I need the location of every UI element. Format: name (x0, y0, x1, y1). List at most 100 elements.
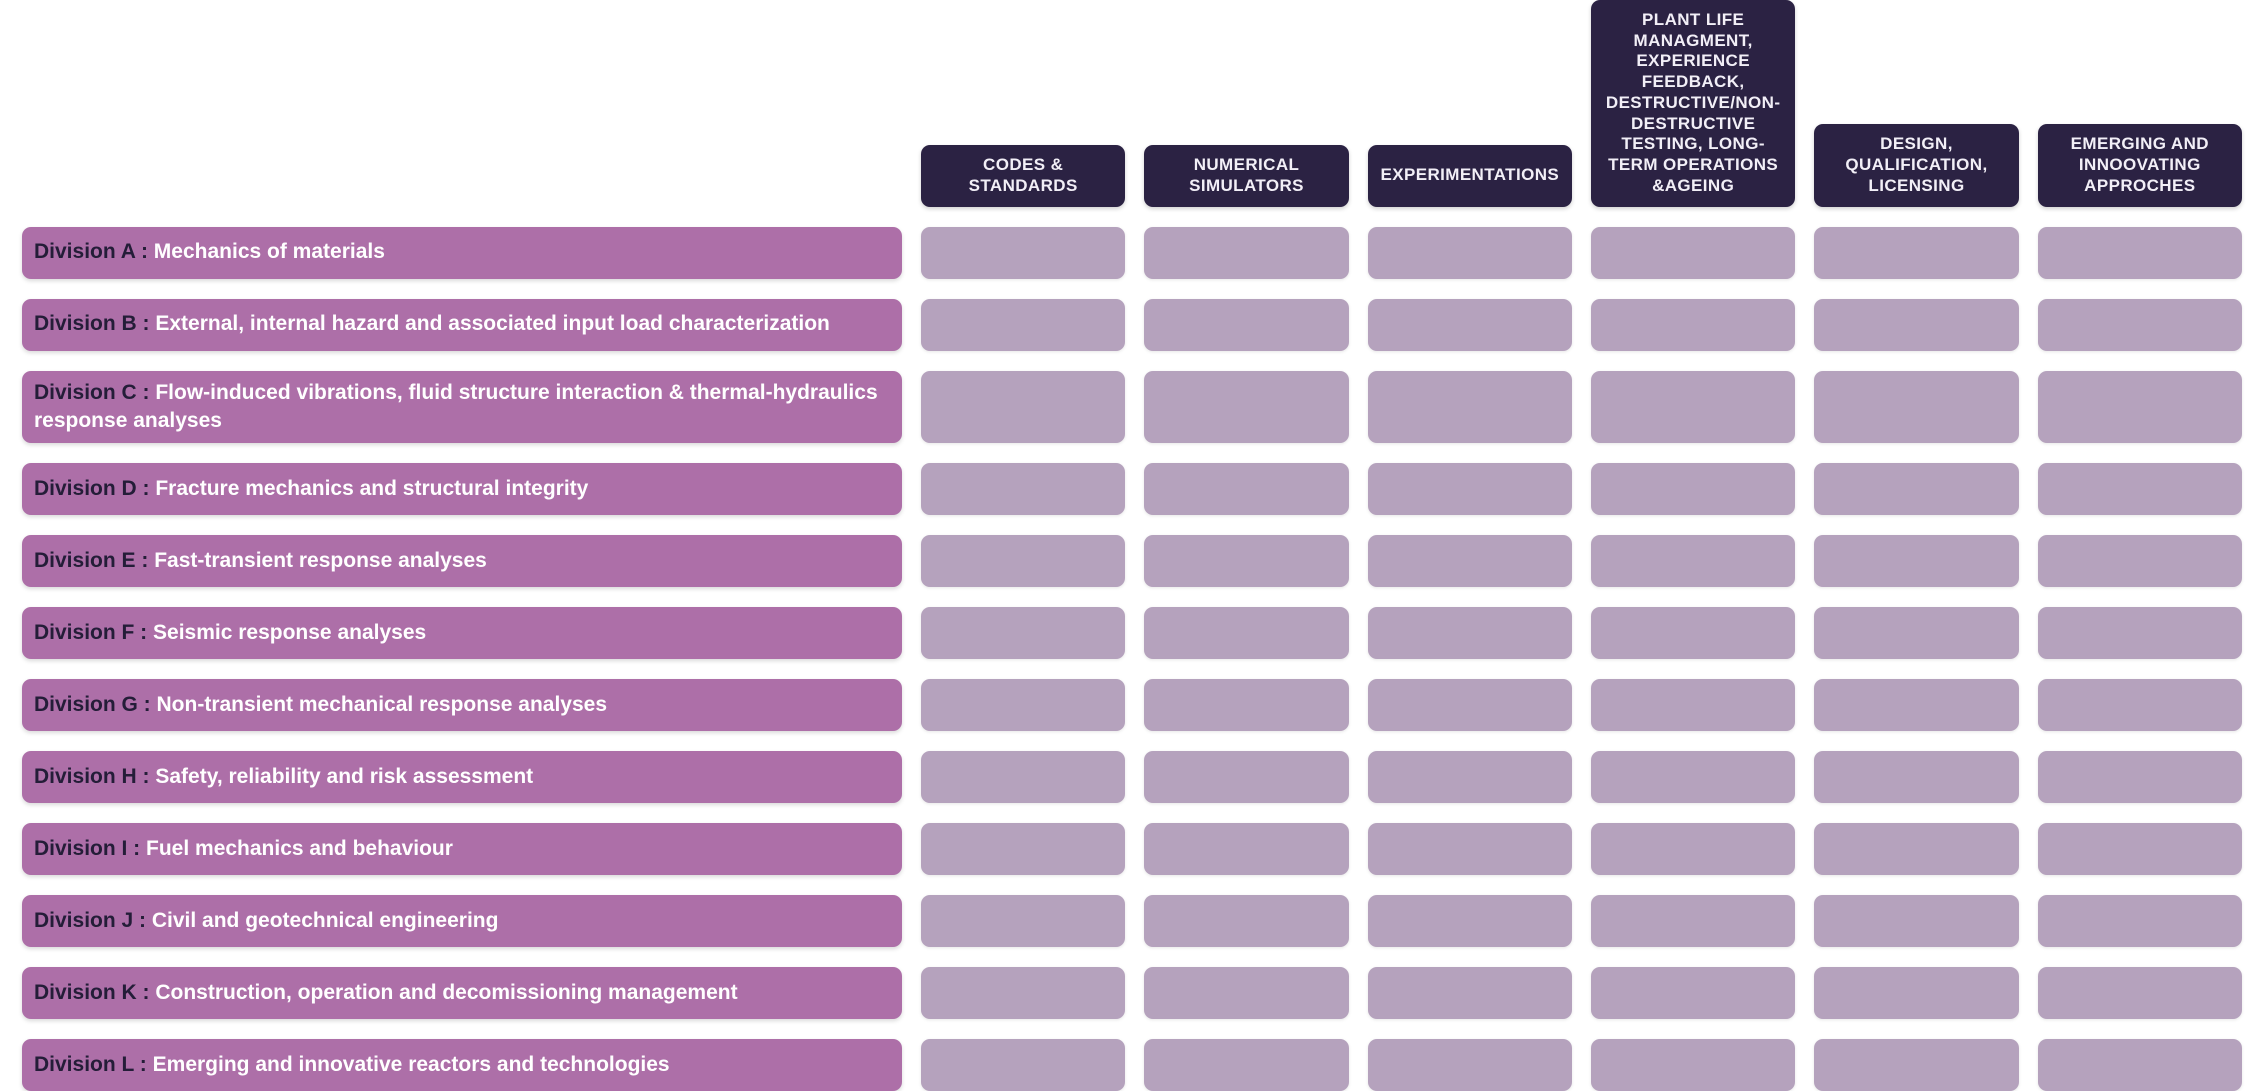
matrix-cell-division-b-design-qualification[interactable] (1814, 298, 2019, 351)
matrix-cell-division-i-experimentations[interactable] (1367, 823, 1572, 876)
matrix-cell-division-b-plant-life-management[interactable] (1590, 298, 1796, 351)
matrix-cell-division-j-numerical-simulators[interactable] (1144, 895, 1349, 948)
matrix-cell-division-j-experimentations[interactable] (1367, 895, 1572, 948)
matrix-cell-division-f-experimentations[interactable] (1367, 607, 1572, 660)
column-header-numerical-simulators[interactable]: NUMERICAL SIMULATORS (1144, 144, 1349, 207)
matrix-cell-division-d-plant-life-management[interactable] (1590, 463, 1796, 516)
matrix-cell-division-k-numerical-simulators[interactable] (1144, 967, 1349, 1020)
division-code: Division I : (34, 837, 147, 861)
matrix-cell-division-e-codes-standards[interactable] (921, 535, 1126, 588)
column-header-label: DESIGN, QUALIFICATION, LICENSING (1845, 134, 1988, 195)
matrix-cell-division-b-emerging-approaches[interactable] (2037, 298, 2242, 351)
matrix-cell-division-e-emerging-approaches[interactable] (2037, 535, 2242, 588)
division-code: Division K : (34, 981, 156, 1005)
division-code: Division E : (34, 549, 155, 573)
matrix-cell-division-b-numerical-simulators[interactable] (1144, 298, 1349, 351)
matrix-cell-division-k-plant-life-management[interactable] (1590, 967, 1796, 1020)
matrix-cell-division-b-experimentations[interactable] (1367, 298, 1572, 351)
row-header-division-h[interactable]: Division H : Safety, reliability and ris… (22, 751, 902, 804)
matrix-cell-division-h-codes-standards[interactable] (921, 751, 1126, 804)
matrix-cell-division-a-design-qualification[interactable] (1814, 226, 2019, 279)
matrix-cell-division-i-plant-life-management[interactable] (1590, 823, 1796, 876)
matrix-cell-division-c-plant-life-management[interactable] (1590, 370, 1796, 444)
matrix-cell-division-c-numerical-simulators[interactable] (1144, 370, 1349, 444)
matrix-cell-division-f-plant-life-management[interactable] (1590, 607, 1796, 660)
matrix-cell-division-j-codes-standards[interactable] (921, 895, 1126, 948)
matrix-cell-division-g-codes-standards[interactable] (921, 679, 1126, 732)
matrix-cell-division-l-numerical-simulators[interactable] (1144, 1039, 1349, 1091)
matrix-cell-division-i-design-qualification[interactable] (1814, 823, 2019, 876)
column-header-emerging-approaches[interactable]: EMERGING AND INNOOVATING APPROCHES (2037, 124, 2242, 207)
matrix-cell-division-h-experimentations[interactable] (1367, 751, 1572, 804)
matrix-cell-division-g-numerical-simulators[interactable] (1144, 679, 1349, 732)
matrix-cell-division-g-design-qualification[interactable] (1814, 679, 2019, 732)
matrix-cell-division-e-plant-life-management[interactable] (1590, 535, 1796, 588)
matrix-cell-division-f-numerical-simulators[interactable] (1144, 607, 1349, 660)
matrix-cell-division-d-numerical-simulators[interactable] (1144, 463, 1349, 516)
matrix-cell-division-e-experimentations[interactable] (1367, 535, 1572, 588)
matrix-cell-division-h-numerical-simulators[interactable] (1144, 751, 1349, 804)
matrix-cell-division-d-design-qualification[interactable] (1814, 463, 2019, 516)
matrix-cell-division-i-codes-standards[interactable] (921, 823, 1126, 876)
row-header-division-j[interactable]: Division J : Civil and geotechnical engi… (22, 895, 902, 948)
matrix-cell-division-g-experimentations[interactable] (1367, 679, 1572, 732)
matrix-cell-division-l-experimentations[interactable] (1367, 1039, 1572, 1091)
row-header-division-l[interactable]: Division L : Emerging and innovative rea… (22, 1039, 902, 1091)
matrix-cell-division-b-codes-standards[interactable] (921, 298, 1126, 351)
matrix-cell-division-j-emerging-approaches[interactable] (2037, 895, 2242, 948)
matrix-cell-division-k-experimentations[interactable] (1367, 967, 1572, 1020)
column-header-design-qualification[interactable]: DESIGN, QUALIFICATION, LICENSING (1814, 124, 2019, 207)
column-header-label: NUMERICAL SIMULATORS (1189, 154, 1304, 195)
matrix-cell-division-a-plant-life-management[interactable] (1590, 226, 1796, 279)
matrix-cell-division-h-emerging-approaches[interactable] (2037, 751, 2242, 804)
matrix-cell-division-d-experimentations[interactable] (1367, 463, 1572, 516)
matrix-cell-division-l-design-qualification[interactable] (1814, 1039, 2019, 1091)
matrix-cell-division-j-design-qualification[interactable] (1814, 895, 2019, 948)
row-header-division-f[interactable]: Division F : Seismic response analyses (22, 607, 902, 660)
column-header-experimentations[interactable]: EXPERIMENTATIONS (1367, 144, 1572, 207)
matrix-cell-division-k-emerging-approaches[interactable] (2037, 967, 2242, 1020)
matrix-cell-division-c-emerging-approaches[interactable] (2037, 370, 2242, 444)
row-header-division-c[interactable]: Division C : Flow-induced vibrations, fl… (22, 370, 902, 444)
row-header-division-g[interactable]: Division G : Non-transient mechanical re… (22, 679, 902, 732)
matrix-cell-division-h-plant-life-management[interactable] (1590, 751, 1796, 804)
matrix-cell-division-f-emerging-approaches[interactable] (2037, 607, 2242, 660)
matrix-cell-division-g-plant-life-management[interactable] (1590, 679, 1796, 732)
column-header-codes-standards[interactable]: CODES & STANDARDS (921, 144, 1126, 207)
matrix-cell-division-d-codes-standards[interactable] (921, 463, 1126, 516)
matrix-cell-division-k-design-qualification[interactable] (1814, 967, 2019, 1020)
column-header-label: PLANT LIFE MANAGMENT, EXPERIENCE FEEDBAC… (1605, 10, 1781, 195)
matrix-cell-division-l-emerging-approaches[interactable] (2037, 1039, 2242, 1091)
column-header-plant-life-management[interactable]: PLANT LIFE MANAGMENT, EXPERIENCE FEEDBAC… (1590, 0, 1796, 207)
matrix-cell-division-g-emerging-approaches[interactable] (2037, 679, 2242, 732)
row-header-division-b[interactable]: Division B : External, internal hazard a… (22, 298, 902, 351)
matrix-cell-division-d-emerging-approaches[interactable] (2037, 463, 2242, 516)
matrix-cell-division-a-emerging-approaches[interactable] (2037, 226, 2242, 279)
matrix-cell-division-i-emerging-approaches[interactable] (2037, 823, 2242, 876)
row-header-division-i[interactable]: Division I : Fuel mechanics and behaviou… (22, 823, 902, 876)
division-title: Safety, reliability and risk assessment (155, 765, 534, 789)
matrix-cell-division-i-numerical-simulators[interactable] (1144, 823, 1349, 876)
matrix-corner-spacer (22, 0, 902, 207)
row-header-division-d[interactable]: Division D : Fracture mechanics and stru… (22, 463, 902, 516)
matrix-cell-division-c-codes-standards[interactable] (921, 370, 1126, 444)
matrix-cell-division-l-plant-life-management[interactable] (1590, 1039, 1796, 1091)
matrix-cell-division-c-experimentations[interactable] (1367, 370, 1572, 444)
matrix-cell-division-f-design-qualification[interactable] (1814, 607, 2019, 660)
matrix-cell-division-a-numerical-simulators[interactable] (1144, 226, 1349, 279)
row-header-division-k[interactable]: Division K : Construction, operation and… (22, 967, 902, 1020)
matrix-cell-division-k-codes-standards[interactable] (921, 967, 1126, 1020)
matrix-cell-division-a-experimentations[interactable] (1367, 226, 1572, 279)
row-header-division-e[interactable]: Division E : Fast-transient response ana… (22, 535, 902, 588)
matrix-cell-division-l-codes-standards[interactable] (921, 1039, 1126, 1091)
matrix-cell-division-e-numerical-simulators[interactable] (1144, 535, 1349, 588)
row-header-division-a[interactable]: Division A : Mechanics of materials (22, 226, 902, 279)
matrix-cell-division-c-design-qualification[interactable] (1814, 370, 2019, 444)
matrix-cell-division-j-plant-life-management[interactable] (1590, 895, 1796, 948)
matrix-cell-division-f-codes-standards[interactable] (921, 607, 1126, 660)
column-header-label: EMERGING AND INNOOVATING APPROCHES (2070, 134, 2209, 195)
matrix-cell-division-h-design-qualification[interactable] (1814, 751, 2019, 804)
matrix-cell-division-a-codes-standards[interactable] (921, 226, 1126, 279)
matrix-cell-division-e-design-qualification[interactable] (1814, 535, 2019, 588)
